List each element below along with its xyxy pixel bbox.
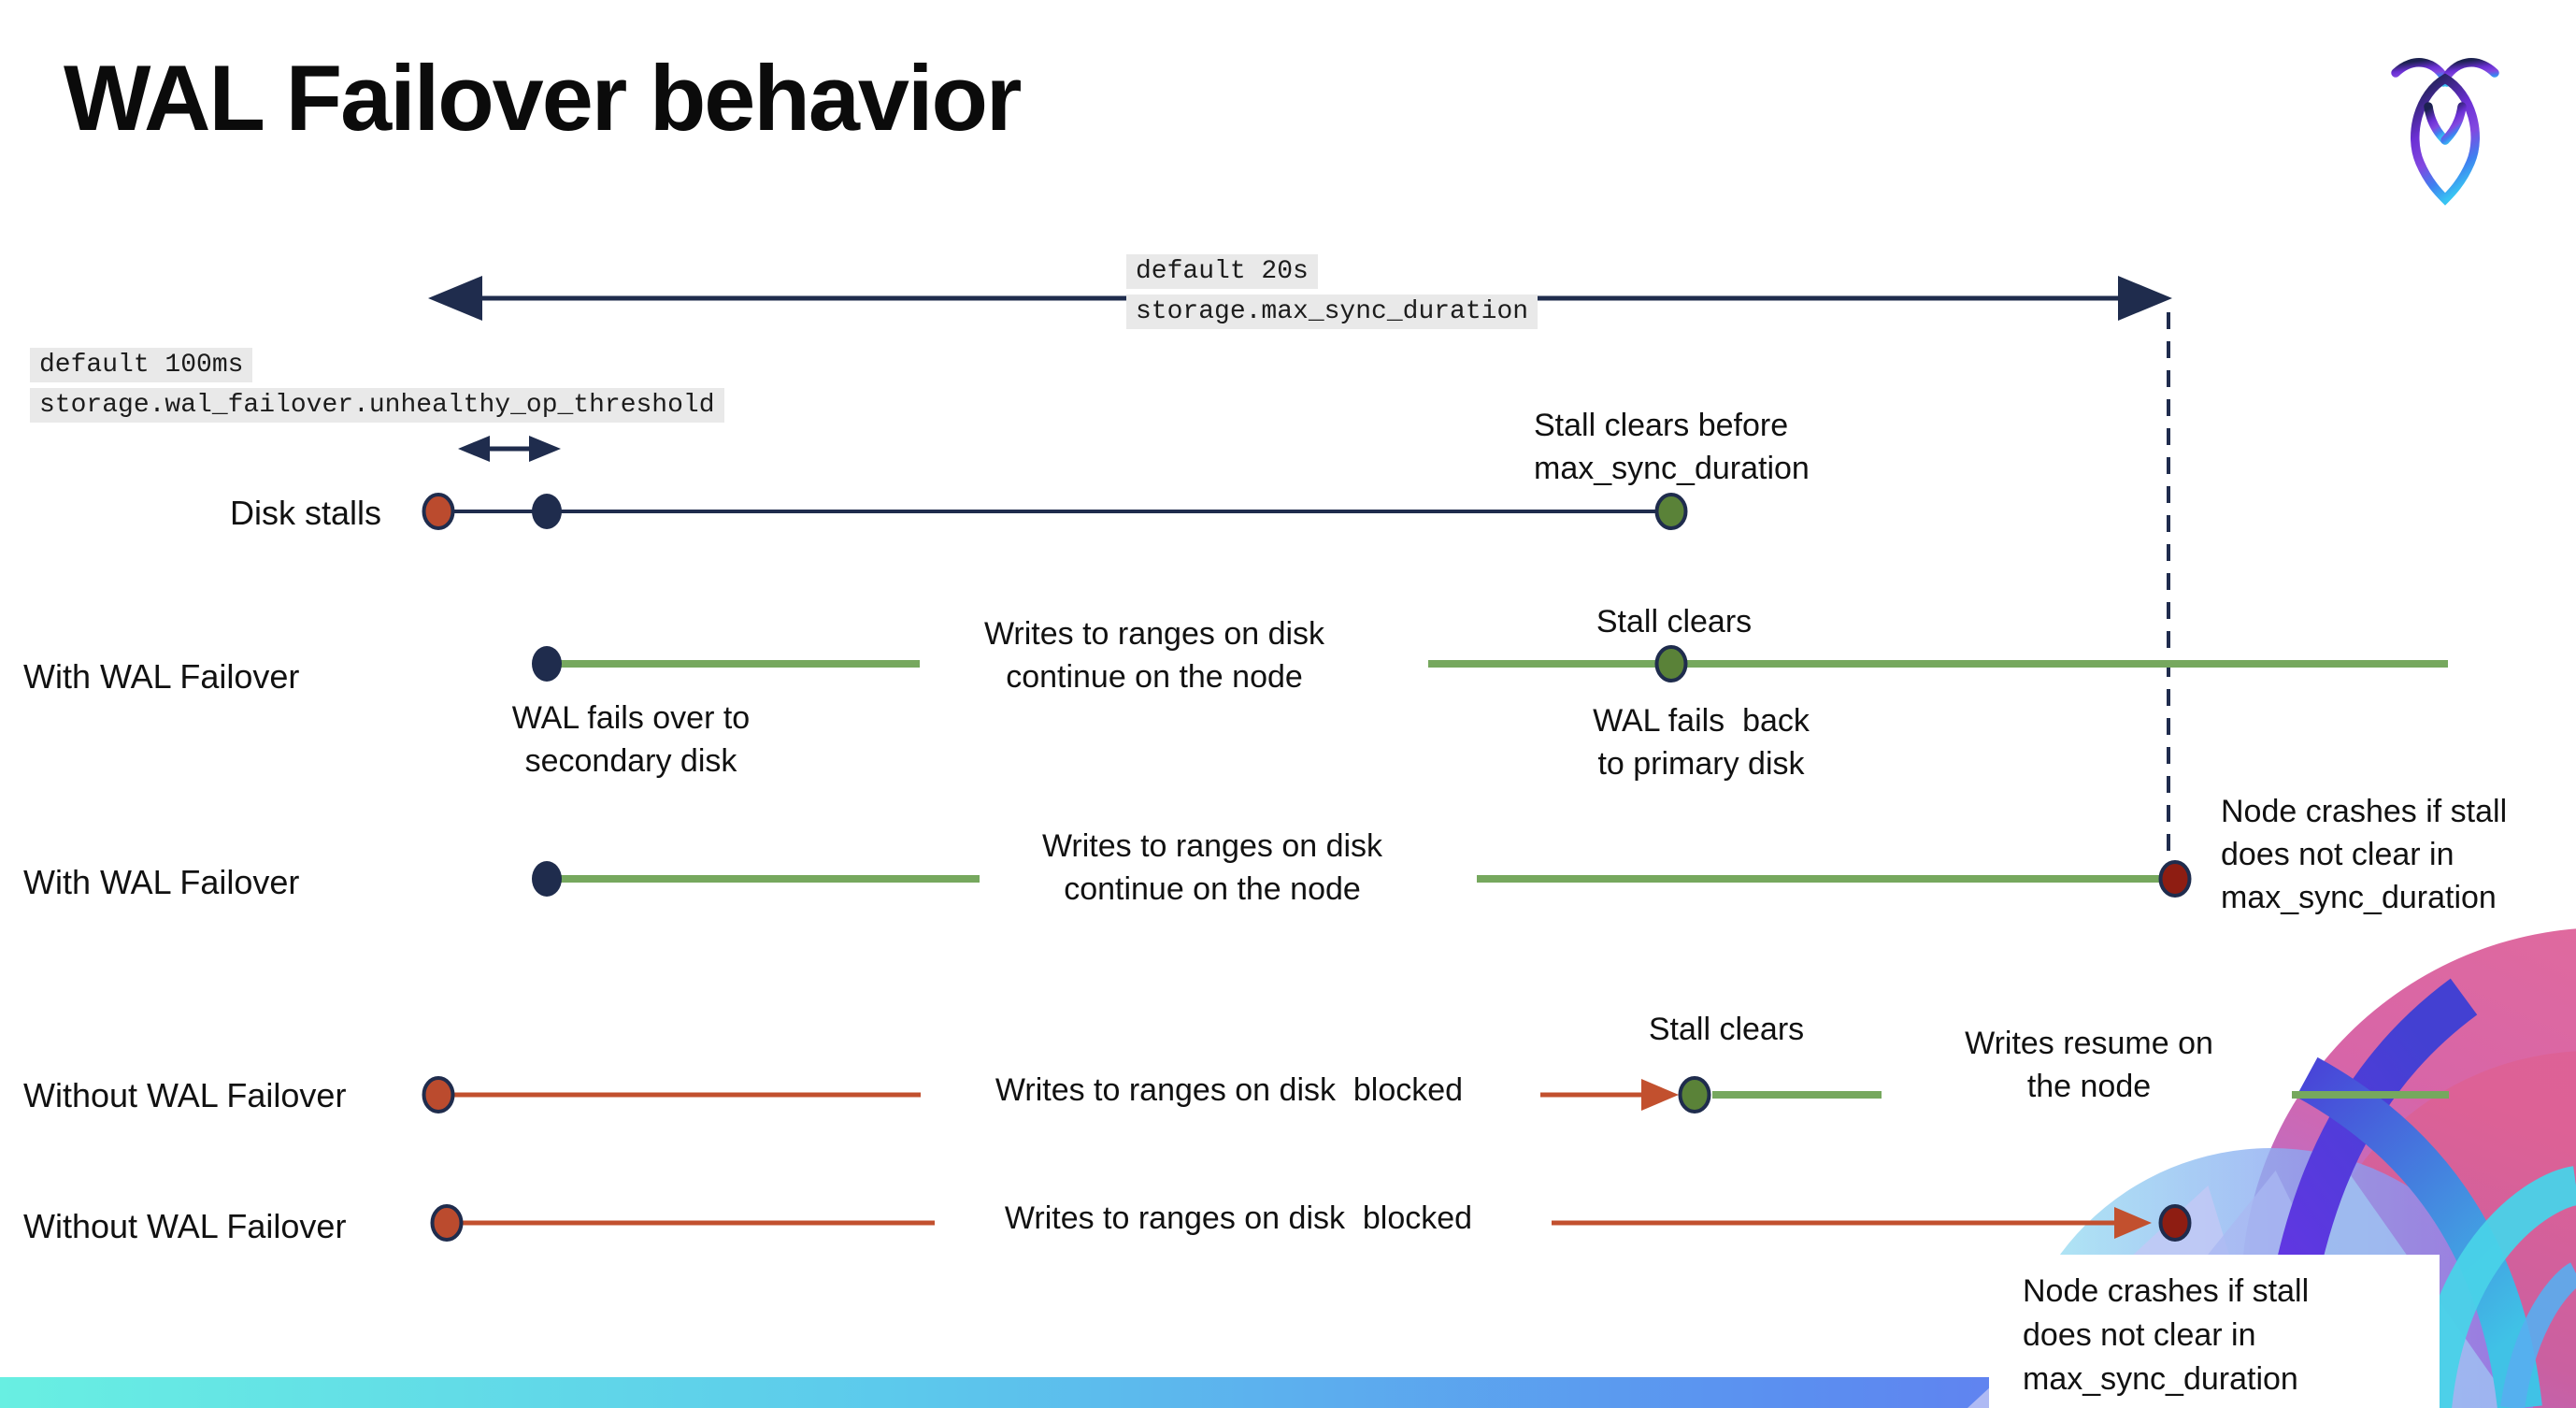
row3-label: With WAL Failover bbox=[23, 863, 300, 901]
row5-stall-start-dot bbox=[430, 1204, 464, 1242]
unhealthy-op-setting-name: storage.wal_failover.unhealthy_op_thresh… bbox=[30, 388, 724, 423]
wal-fails-over-note: WAL fails over to secondary disk bbox=[511, 700, 751, 780]
row4-red-arrowhead bbox=[1641, 1079, 1679, 1111]
cockroachdb-logo-icon bbox=[2391, 58, 2499, 206]
row1-label: Disk stalls bbox=[230, 494, 382, 532]
row2-label: With WAL Failover bbox=[23, 657, 300, 696]
writes-continue-note-row3: Writes to ranges on disk continue on the… bbox=[1041, 828, 1383, 908]
row4-label: Without WAL Failover bbox=[23, 1076, 347, 1114]
stall-clears-before-note: Stall clears before max_sync_duration bbox=[1534, 408, 1810, 487]
page-title: WAL Failover behavior bbox=[64, 46, 1022, 150]
row2-stall-clears-dot bbox=[1654, 645, 1688, 682]
unhealthy-op-config-label: default 100ms storage.wal_failover.unhea… bbox=[30, 348, 724, 423]
max-sync-arrowhead-right bbox=[2118, 276, 2172, 321]
row1-stall-start-dot bbox=[422, 493, 455, 530]
row5-label: Without WAL Failover bbox=[23, 1207, 347, 1245]
row5-node-crash-dot bbox=[2158, 1204, 2192, 1242]
row1-stall-clears-dot bbox=[1654, 493, 1688, 530]
row4-stall-start-dot bbox=[422, 1076, 455, 1113]
row3-node-crash-dot bbox=[2158, 860, 2192, 898]
threshold-arrowhead-right bbox=[529, 436, 561, 462]
max-sync-config-label: default 20s storage.max_sync_duration bbox=[1126, 254, 1538, 329]
stall-clears-note-row2: Stall clears bbox=[1596, 604, 1753, 639]
row3-failover-dot bbox=[532, 861, 562, 897]
node-crashes-note-box: Node crashes if stall does not clear in … bbox=[1989, 1255, 2440, 1408]
threshold-arrowhead-left bbox=[458, 436, 490, 462]
max-sync-setting-name: storage.max_sync_duration bbox=[1126, 295, 1538, 329]
writes-continue-note-row2: Writes to ranges on disk continue on the… bbox=[983, 616, 1325, 696]
max-sync-default-value: default 20s bbox=[1126, 254, 1318, 289]
writes-blocked-note-row4: Writes to ranges on disk blocked bbox=[995, 1072, 1464, 1108]
node-crashes-note-row5: Node crashes if stall does not clear in … bbox=[2023, 1273, 2310, 1397]
node-crashes-note-row3: Node crashes if stall does not clear in … bbox=[2221, 794, 2508, 916]
unhealthy-op-default-value: default 100ms bbox=[30, 348, 253, 382]
wal-fails-back-note: WAL fails back to primary disk bbox=[1593, 703, 1810, 783]
row5-red-arrowhead bbox=[2114, 1207, 2152, 1239]
row2-failover-dot bbox=[532, 646, 562, 682]
writes-resume-note: Writes resume on the node bbox=[1965, 1026, 2213, 1105]
writes-blocked-note-row5: Writes to ranges on disk blocked bbox=[1004, 1200, 1473, 1236]
stall-clears-note-row4: Stall clears bbox=[1648, 1012, 1805, 1047]
max-sync-arrowhead-left bbox=[428, 276, 482, 321]
row1-threshold-dot bbox=[532, 494, 562, 529]
row4-stall-clears-dot bbox=[1678, 1076, 1711, 1113]
